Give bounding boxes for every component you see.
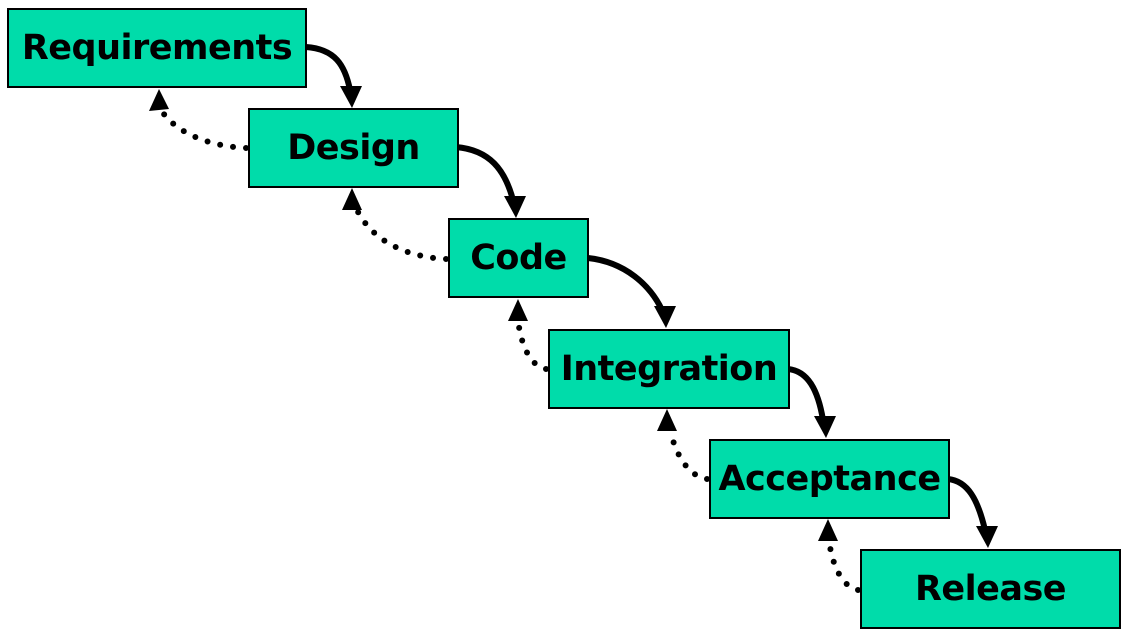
stage-integration: Integration: [548, 329, 790, 409]
stage-design: Design: [248, 108, 459, 188]
forward-arrowheads: [340, 86, 998, 548]
forward-arrow-integration-acceptance: [785, 366, 826, 423]
feedback-arrowhead-acceptance: [818, 519, 838, 541]
feedback-arrow-acceptance-integration: [667, 427, 710, 482]
stage-code: Code: [448, 218, 589, 298]
stage-label: Design: [287, 128, 420, 168]
stage-label: Acceptance: [718, 459, 941, 499]
forward-arrowhead-code: [504, 196, 526, 218]
feedback-arrowhead-code: [508, 299, 528, 321]
feedback-arrowhead-requirements: [149, 89, 169, 111]
forward-arrow-acceptance-release: [945, 476, 988, 533]
forward-arrows: [303, 44, 988, 533]
stage-label: Requirements: [21, 28, 293, 68]
forward-arrow-requirements-design: [303, 44, 353, 93]
forward-arrow-code-integration: [585, 255, 665, 313]
stage-requirements: Requirements: [7, 8, 307, 88]
forward-arrowhead-integration: [654, 306, 676, 328]
feedback-arrow-design-requirements: [157, 105, 249, 151]
forward-arrowhead-acceptance: [814, 416, 836, 438]
forward-arrowhead-design: [340, 86, 362, 108]
feedback-arrowheads: [149, 89, 838, 541]
feedback-arrow-code-design: [354, 207, 449, 262]
feedback-arrows: [157, 105, 861, 593]
stage-label: Release: [914, 569, 1067, 609]
stage-label: Code: [470, 238, 567, 278]
feedback-arrow-release-acceptance: [826, 537, 861, 593]
feedback-arrow-integration-code: [515, 317, 549, 372]
forward-arrow-design-code: [453, 144, 516, 203]
feedback-arrowhead-integration: [657, 409, 677, 431]
forward-arrowhead-release: [976, 526, 998, 548]
stage-label: Integration: [560, 349, 778, 389]
stage-release: Release: [860, 549, 1121, 629]
stage-acceptance: Acceptance: [709, 439, 950, 519]
feedback-arrowhead-design: [342, 188, 362, 210]
